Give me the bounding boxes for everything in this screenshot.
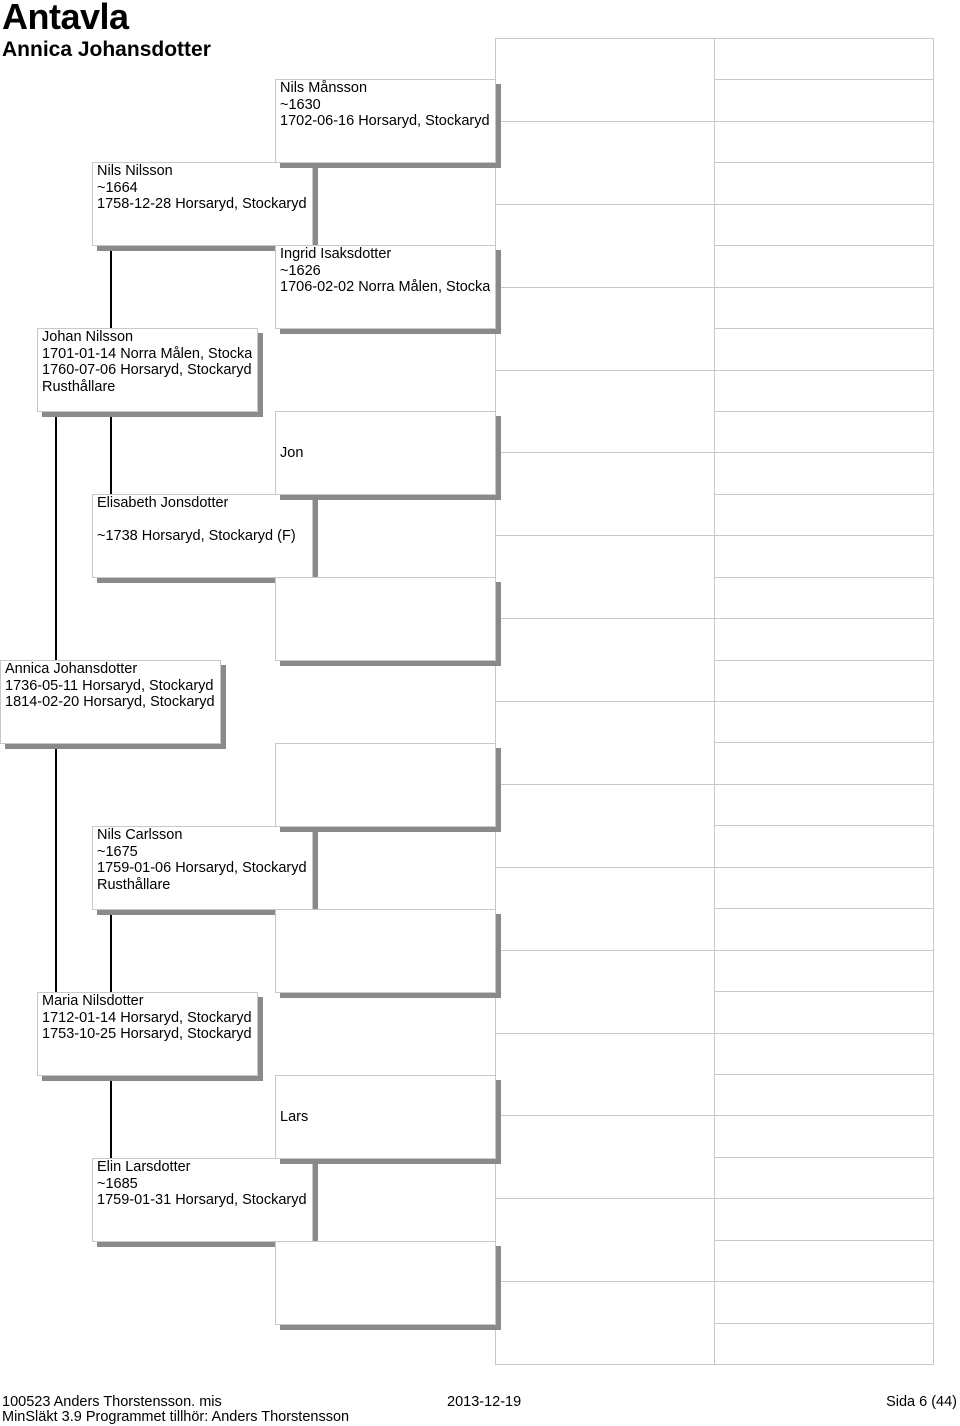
empty-ancestor-slot (714, 949, 934, 993)
empty-ancestor-slot (495, 1115, 715, 1200)
empty-ancestor-slot (714, 493, 934, 537)
person-box-11 (275, 577, 496, 661)
empty-ancestor-slot (714, 79, 934, 122)
person-line: Ingrid Isaksdotter (280, 246, 392, 262)
empty-ancestor-slot (714, 38, 934, 81)
empty-ancestor-slot (714, 286, 934, 330)
person-line: Rusthållare (42, 378, 116, 395)
person-line: 1702-06-16 Horsaryd, Stockaryd (280, 113, 490, 130)
person-box-10: Jon (275, 411, 496, 495)
empty-ancestor-slot (495, 369, 715, 454)
person-line: 1814-02-20 Horsaryd, Stockaryd (5, 694, 215, 711)
person-line: Rusthållare (97, 876, 171, 893)
footer-program: MinSläkt 3.9 Programmet tillhör: Anders … (2, 1409, 350, 1425)
person-line: 1706-02-02 Norra Målen, Stocka (280, 279, 491, 296)
empty-ancestor-slot (714, 701, 934, 744)
person-line: Elin Larsdotter (97, 1159, 191, 1175)
empty-ancestor-slot (495, 866, 715, 951)
empty-ancestor-slot (714, 742, 934, 785)
empty-ancestor-slot (714, 783, 934, 827)
empty-ancestor-slot (714, 162, 934, 205)
page-subtitle: Annica Johansdotter (2, 38, 211, 61)
empty-ancestor-slot (714, 1239, 934, 1283)
empty-ancestor-slot (714, 576, 934, 620)
empty-ancestor-slot (495, 535, 715, 620)
empty-ancestor-slot (714, 452, 934, 495)
empty-ancestor-slot (714, 328, 934, 371)
empty-ancestor-slot (495, 286, 715, 371)
empty-ancestor-slot (714, 245, 934, 288)
person-line: ~1675 (97, 843, 138, 860)
person-line: Jon (280, 445, 304, 462)
person-line: Lars (280, 1109, 309, 1126)
empty-ancestor-slot (714, 1322, 934, 1365)
person-line: Maria Nilsdotter (42, 993, 144, 1009)
empty-ancestor-slot (495, 1198, 715, 1283)
empty-ancestor-slot (714, 369, 934, 412)
person-line: Annica Johansdotter (5, 661, 138, 677)
empty-ancestor-slot (495, 120, 715, 205)
empty-ancestor-slot (495, 452, 715, 537)
person-line: 1760-07-06 Horsaryd, Stockaryd (42, 362, 252, 379)
person-line: Nils Carlsson (97, 827, 183, 843)
page-title: Antavla (2, 0, 129, 37)
footer-date: 2013-12-19 (447, 1394, 522, 1410)
person-line: ~1630 (280, 96, 321, 113)
empty-ancestor-slot (714, 410, 934, 454)
empty-ancestor-slot (714, 866, 934, 910)
person-box-14: Lars (275, 1075, 496, 1159)
empty-ancestor-slot (495, 618, 715, 702)
person-line: ~1664 (97, 179, 138, 196)
footer-page: Sida 6 (44) (886, 1394, 957, 1410)
empty-ancestor-slot (714, 1281, 934, 1324)
empty-ancestor-slot (714, 1073, 934, 1117)
empty-ancestor-slot (495, 949, 715, 1034)
empty-ancestor-slot (495, 203, 715, 288)
empty-ancestor-slot (495, 1032, 715, 1117)
person-line: 1759-01-06 Horsaryd, Stockaryd (97, 860, 307, 877)
empty-ancestor-slot (714, 908, 934, 951)
empty-ancestor-slot (714, 203, 934, 247)
person-line: Nils Nilsson (97, 163, 173, 179)
person-line: 1712-01-14 Horsaryd, Stockaryd (42, 1009, 252, 1026)
person-box-13 (275, 909, 496, 993)
empty-ancestor-slot (714, 1156, 934, 1200)
empty-ancestor-slot (714, 618, 934, 661)
person-line: ~1626 (280, 262, 321, 279)
person-line: 1736-05-11 Horsaryd, Stockaryd (5, 677, 214, 694)
empty-ancestor-slot (714, 535, 934, 578)
empty-ancestor-slot (714, 991, 934, 1034)
empty-ancestor-slot (714, 659, 934, 702)
empty-ancestor-slot (714, 1198, 934, 1241)
person-box-12 (275, 743, 496, 827)
empty-ancestor-slot (495, 701, 715, 785)
empty-ancestor-slot (714, 120, 934, 164)
empty-ancestor-slot (495, 38, 715, 122)
empty-ancestor-slot (714, 1032, 934, 1075)
empty-ancestor-slot (714, 1115, 934, 1158)
empty-ancestor-slot (495, 1281, 715, 1365)
empty-ancestor-slot (495, 783, 715, 868)
person-line: ~1738 Horsaryd, Stockaryd (F) (97, 528, 296, 545)
footer-file: 100523 Anders Thorstensson. mis (2, 1394, 222, 1410)
empty-ancestor-slot (714, 825, 934, 868)
person-box-5: Elisabeth Jonsdotter ~1738 Horsaryd, Stoc… (92, 494, 313, 578)
person-line: Elisabeth Jonsdotter (97, 495, 229, 511)
person-line: ~1685 (97, 1175, 138, 1192)
person-line: 1753-10-25 Horsaryd, Stockaryd (42, 1026, 252, 1043)
person-line: Nils Månsson (280, 80, 368, 96)
person-line: Johan Nilsson (42, 329, 134, 345)
person-box-15 (275, 1241, 496, 1325)
person-line: 1758-12-28 Horsaryd, Stockaryd (97, 196, 307, 213)
person-line: 1759-01-31 Horsaryd, Stockaryd (97, 1192, 307, 1209)
person-line: 1701-01-14 Norra Målen, Stocka (42, 345, 253, 362)
